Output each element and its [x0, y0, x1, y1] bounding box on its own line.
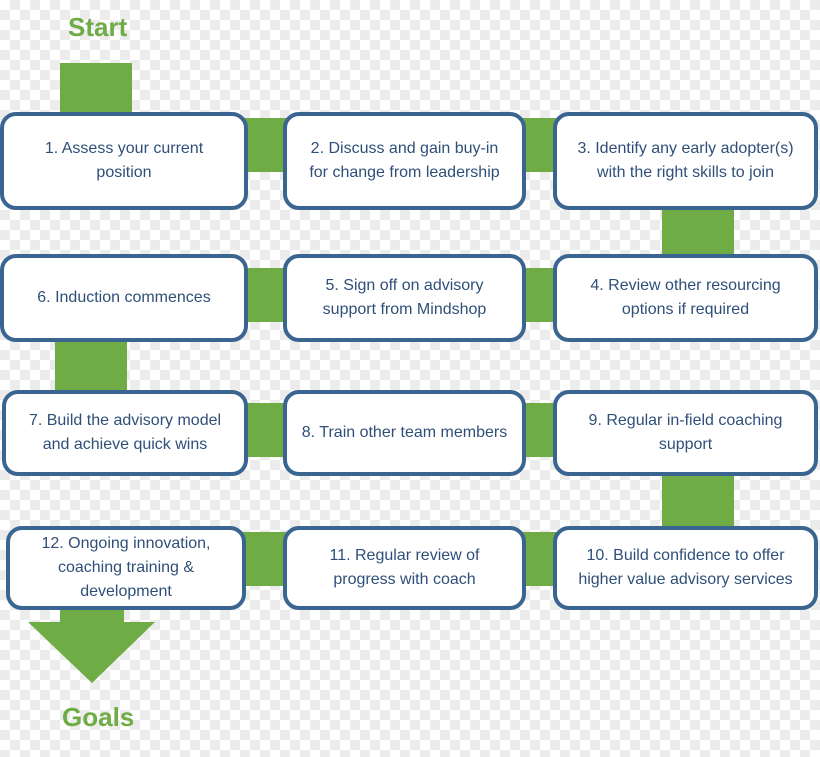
- step-4: 4. Review other resourcing options if re…: [553, 254, 818, 342]
- step-12: 12. Ongoing innovation, coaching trainin…: [6, 526, 246, 610]
- step-1: 1. Assess your current position: [0, 112, 248, 210]
- connector-10-11: [522, 532, 558, 586]
- step-9: 9. Regular in-field coaching support: [553, 390, 818, 476]
- step-3: 3. Identify any early adopter(s) with th…: [553, 112, 818, 210]
- start-label: Start: [68, 12, 128, 42]
- step-11: 11. Regular review of progress with coac…: [283, 526, 526, 610]
- connector-9-10: [662, 472, 734, 530]
- connector-7-8: [244, 403, 288, 457]
- step-5: 5. Sign off on advisory support from Min…: [283, 254, 526, 342]
- step-7: 7. Build the advisory model and achieve …: [2, 390, 248, 476]
- step-10: 10. Build confidence to offer higher val…: [553, 526, 818, 610]
- connector-start: [60, 63, 132, 115]
- connector-6-7: [55, 338, 127, 394]
- connector-8-9: [522, 403, 558, 457]
- goals-label: Goals: [62, 702, 135, 732]
- connector-11-12: [242, 532, 288, 586]
- connector-4-5: [522, 268, 558, 322]
- connector-1-2: [244, 118, 288, 172]
- connector-5-6: [244, 268, 288, 322]
- connector-2-3: [522, 118, 558, 172]
- connector-3-4: [662, 206, 734, 258]
- step-8: 8. Train other team members: [283, 390, 526, 476]
- step-6: 6. Induction commences: [0, 254, 248, 342]
- step-2: 2. Discuss and gain buy-in for change fr…: [283, 112, 526, 210]
